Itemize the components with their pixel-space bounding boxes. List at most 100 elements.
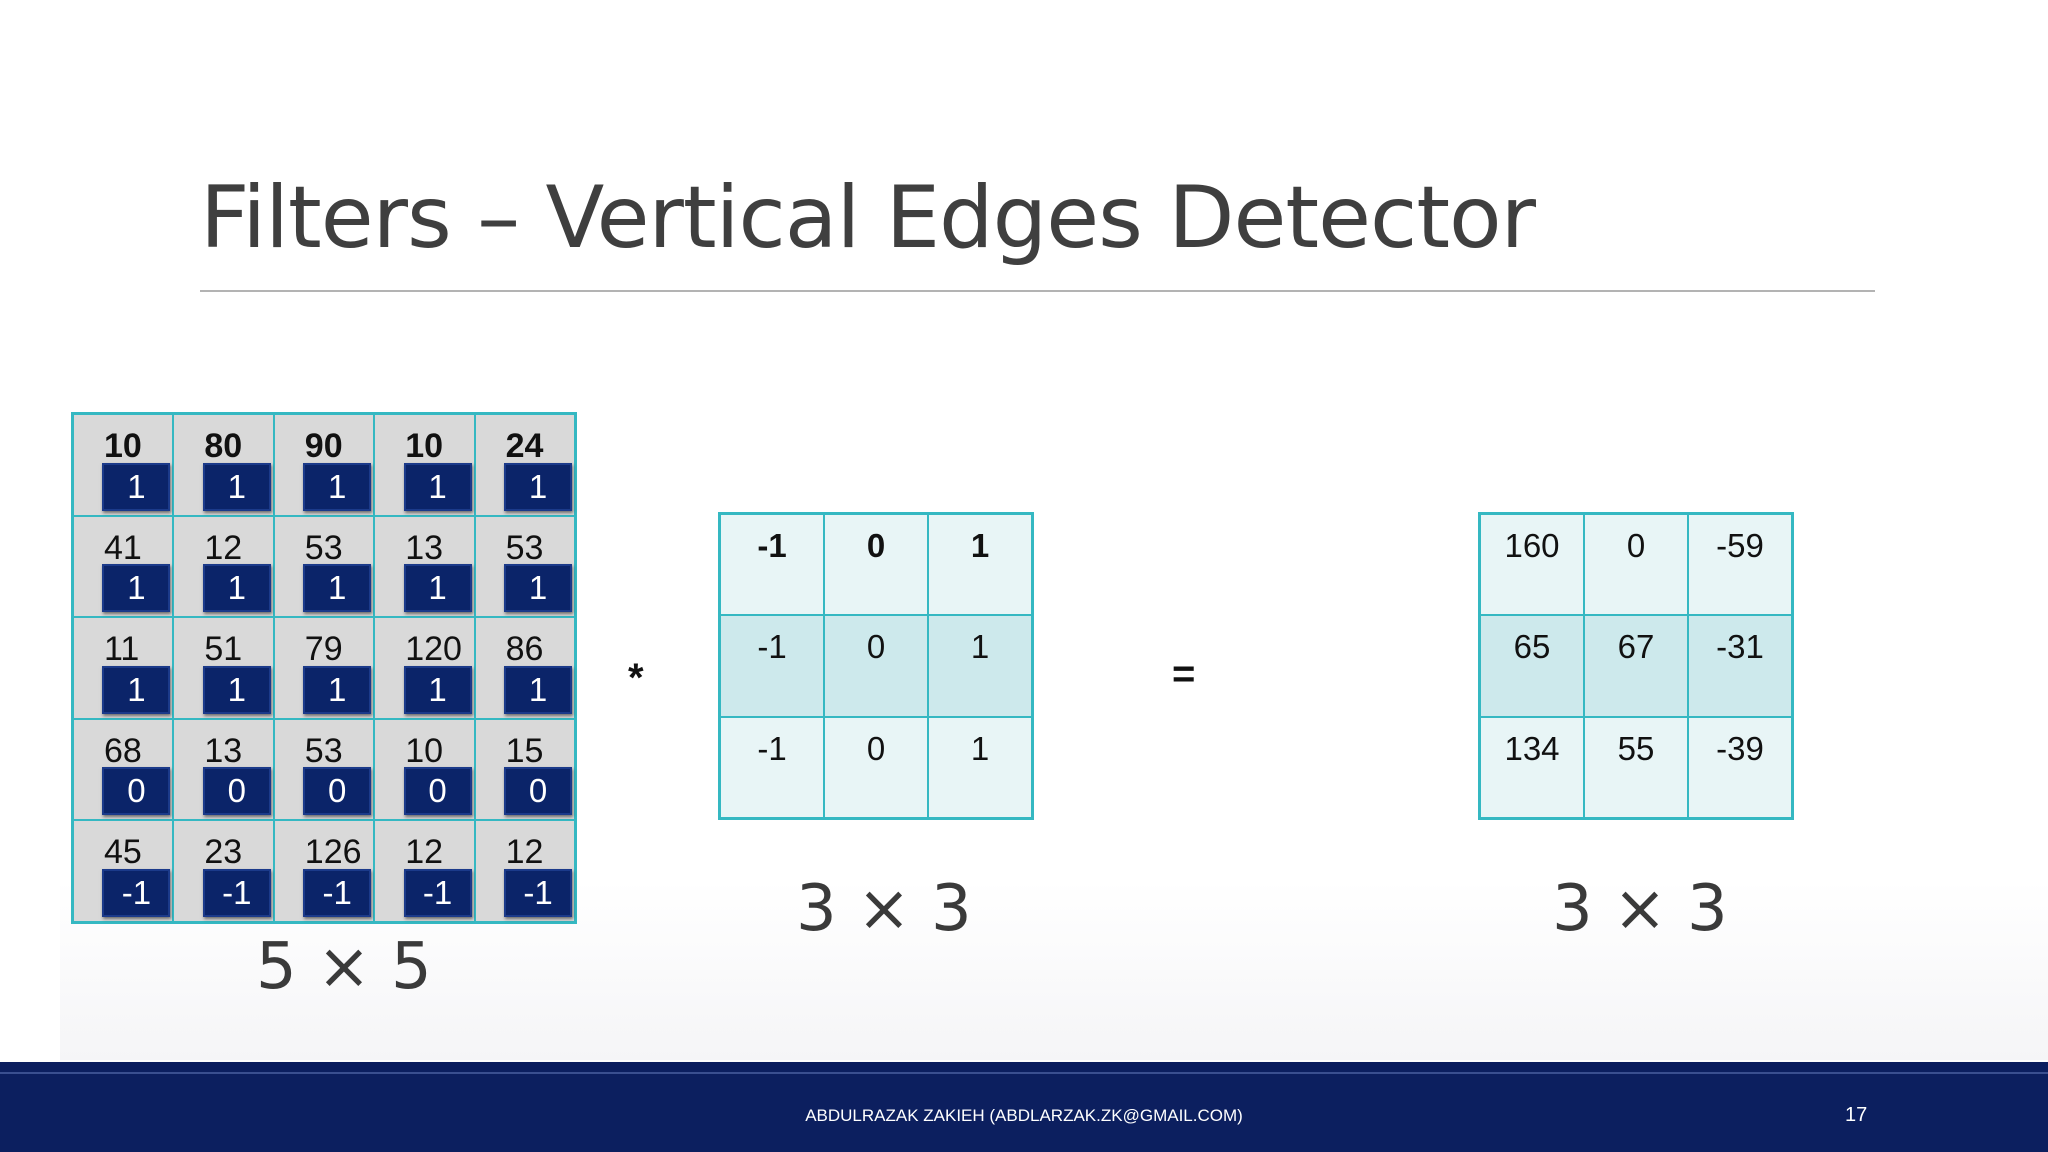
filter-weight-badge: 1 (102, 665, 171, 714)
filter-weight-badge: 0 (303, 767, 372, 816)
kernel-cell: 0 (824, 514, 928, 616)
filter-weight-badge: 1 (403, 462, 472, 511)
equals-operator: = (1172, 652, 1196, 696)
kernel-cell: 1 (928, 716, 1032, 818)
input-cell-value: 13 (405, 528, 444, 567)
slide-title: Filters – Vertical Edges Detector (200, 168, 1536, 268)
input-cell-value: 80 (204, 427, 243, 465)
input-cell-value: 126 (304, 833, 362, 872)
output-cell: 55 (1584, 716, 1688, 818)
output-cell-value: 65 (1513, 628, 1551, 666)
filter-weight-badge: -1 (403, 868, 472, 917)
filter-weight-badge: 1 (202, 564, 271, 613)
filter-weight-badge: 0 (504, 767, 572, 816)
input-cell-value: 12 (204, 528, 243, 567)
filter-weight-badge: 1 (303, 665, 372, 714)
filter-weight-badge: 1 (504, 462, 572, 511)
kernel-cell-value: -1 (757, 527, 787, 564)
input-cell: 126-1 (273, 820, 375, 922)
filter-weight-badge: 1 (403, 564, 472, 613)
kernel-matrix: -1 0 1 -1 0 1 -1 0 1 (718, 512, 1034, 820)
input-cell-value: 53 (304, 731, 343, 770)
footer-divider (0, 1072, 2048, 1074)
kernel-cell: -1 (720, 514, 824, 616)
filter-weight-badge: 0 (102, 767, 171, 816)
kernel-cell: 0 (824, 716, 928, 818)
filter-weight-badge: 1 (303, 564, 372, 613)
filter-weight-badge: -1 (202, 868, 271, 917)
output-cell: 160 (1480, 514, 1584, 616)
output-cell-value: -31 (1716, 628, 1764, 666)
kernel-cell-value: -1 (757, 628, 787, 666)
filter-weight-badge: -1 (303, 868, 372, 917)
filter-weight-badge: 1 (102, 564, 171, 613)
input-cell: 23-1 (173, 820, 274, 922)
input-cell-value: 13 (204, 731, 243, 770)
kernel-cell: 1 (928, 615, 1032, 717)
output-cell-value: -39 (1716, 729, 1764, 767)
kernel-cell-value: 0 (866, 628, 886, 666)
kernel-cell-value: -1 (757, 729, 787, 767)
input-cell: 45-1 (73, 820, 174, 922)
convolution-operator: * (628, 656, 644, 700)
kernel-cell-value: 0 (866, 527, 886, 564)
filter-weight-badge: 1 (403, 665, 472, 714)
input-cell-value: 53 (505, 528, 544, 567)
output-cell-value: 67 (1617, 628, 1655, 666)
input-cell-value: 10 (405, 731, 444, 770)
kernel-size-label: 3 × 3 (796, 872, 972, 946)
output-cell-value: -59 (1716, 527, 1764, 564)
filter-weight-badge: -1 (102, 868, 171, 917)
filter-weight-badge: 1 (504, 564, 572, 613)
input-cell-value: 41 (104, 528, 142, 567)
kernel-cell-value: 1 (970, 527, 990, 564)
kernel-cell-value: 0 (866, 729, 886, 767)
output-cell: 134 (1480, 716, 1584, 818)
footer-author: ABDULRAZAK ZAKIEH (ABDLARZAK.ZK@GMAIL.CO… (805, 1106, 1243, 1125)
input-cell-value: 86 (505, 630, 544, 669)
input-cell-value: 51 (204, 630, 243, 669)
kernel-cell: 1 (928, 514, 1032, 616)
output-cell: 65 (1480, 615, 1584, 717)
input-cell-value: 23 (204, 833, 243, 872)
filter-weight-badge: 0 (202, 767, 271, 816)
output-cell: 0 (1584, 514, 1688, 616)
filter-weight-badge: 1 (202, 665, 271, 714)
kernel-cell: 0 (824, 615, 928, 717)
input-cell-value: 120 (405, 630, 462, 669)
filter-weight-badge: 1 (504, 665, 572, 714)
output-cell-value: 134 (1504, 729, 1560, 767)
filter-weight-badge: 1 (202, 462, 271, 511)
kernel-cell-value: 1 (970, 628, 990, 666)
output-cell: 67 (1584, 615, 1688, 717)
input-cell: 12-1 (374, 820, 475, 922)
output-cell: -39 (1688, 716, 1792, 818)
input-cell-value: 53 (304, 528, 343, 567)
input-cell-value: 15 (505, 731, 544, 770)
kernel-cell: -1 (720, 716, 824, 818)
input-cell-value: 90 (304, 427, 343, 465)
output-cell-value: 55 (1617, 729, 1655, 767)
output-size-label: 3 × 3 (1552, 872, 1728, 946)
